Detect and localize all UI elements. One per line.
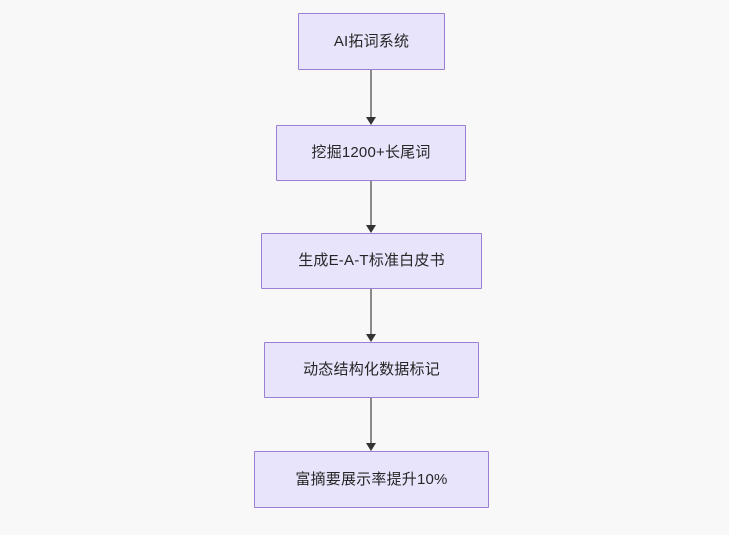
arrow-down-icon <box>366 334 376 342</box>
flow-node-label: 富摘要展示率提升10% <box>295 470 448 488</box>
flow-node-label: 动态结构化数据标记 <box>303 361 440 378</box>
flow-connector-2-3 <box>364 181 378 233</box>
flow-node-label: AI拓词系统 <box>333 32 410 50</box>
flow-node-label: 生成E-A-T标准白皮书 <box>298 252 445 269</box>
flow-node-generate-eat-whitepaper[interactable]: 生成E-A-T标准白皮书 <box>261 233 482 289</box>
connector-line <box>370 70 372 118</box>
flow-node-label: 挖掘1200+长尾词 <box>311 144 431 161</box>
connector-line <box>370 181 372 226</box>
flow-connector-4-5 <box>364 398 378 451</box>
arrow-down-icon <box>366 443 376 451</box>
arrow-down-icon <box>366 117 376 125</box>
flow-connector-1-2 <box>364 70 378 125</box>
flow-node-rich-snippet-result[interactable]: 富摘要展示率提升10% <box>254 451 489 508</box>
flow-connector-3-4 <box>364 289 378 342</box>
flow-node-dynamic-structured-data[interactable]: 动态结构化数据标记 <box>264 342 479 398</box>
flow-node-mine-longtail-keywords[interactable]: 挖掘1200+长尾词 <box>276 125 466 181</box>
arrow-down-icon <box>366 225 376 233</box>
flow-node-ai-keyword-system[interactable]: AI拓词系统 <box>298 13 445 70</box>
connector-line <box>370 398 372 444</box>
connector-line <box>370 289 372 335</box>
